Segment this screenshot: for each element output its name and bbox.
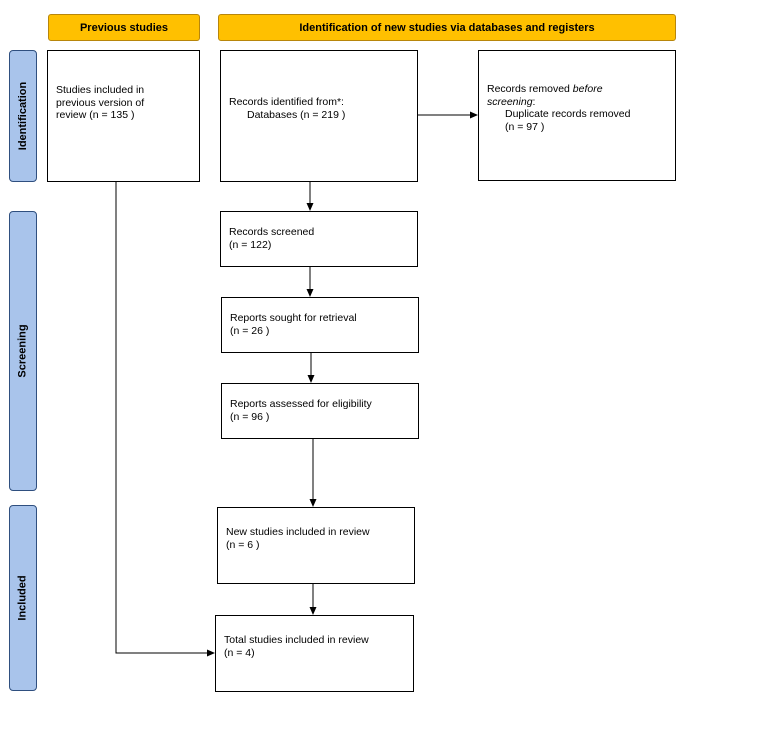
reports-assessed-box: Reports assessed for eligibility (n = 96… bbox=[221, 383, 419, 439]
new-studies-included-box: New studies included in review (n = 6 ) bbox=[217, 507, 415, 584]
total-studies-included-box: Total studies included in review (n = 4) bbox=[215, 615, 414, 692]
previous-studies-box: Studies included in previous version of … bbox=[47, 50, 200, 182]
removed-line1-emphasis: before bbox=[572, 83, 603, 95]
removed-line2: screening: bbox=[487, 96, 667, 109]
previous-line3: review (n = 135 ) bbox=[56, 109, 135, 121]
screened-line2: (n = 122) bbox=[229, 238, 272, 251]
previous-studies-header-label: Previous studies bbox=[79, 21, 169, 34]
identified-line1: Records identified from*: bbox=[229, 96, 344, 108]
new-studies-header: Identification of new studies via databa… bbox=[218, 14, 676, 41]
removed-line3: Duplicate records removed bbox=[505, 108, 631, 120]
removed-line2-emphasis: screening bbox=[487, 95, 533, 108]
arrow-previous-to-total bbox=[115, 182, 215, 657]
records-screened-box: Records screened (n = 122) bbox=[220, 211, 418, 267]
assessed-line2: (n = 96 ) bbox=[230, 410, 270, 423]
sought-line1: Reports sought for retrieval bbox=[230, 312, 357, 324]
reports-sought-box: Reports sought for retrieval (n = 26 ) bbox=[221, 297, 419, 353]
total-included-line2: (n = 4) bbox=[224, 646, 255, 659]
removed-line4: (n = 97 ) bbox=[505, 120, 545, 133]
removed-line1-text: Records removed bbox=[487, 83, 573, 95]
total-included-line1: Total studies included in review bbox=[224, 634, 369, 646]
phase-included-bar: Included bbox=[9, 505, 37, 691]
removed-line1: Records removed before bbox=[487, 83, 667, 96]
new-studies-header-label: Identification of new studies via databa… bbox=[299, 21, 595, 34]
sought-line2: (n = 26 ) bbox=[230, 324, 270, 337]
previous-line1: Studies included in bbox=[56, 84, 145, 96]
records-identified-box: Records identified from*: Databases (n =… bbox=[220, 50, 418, 182]
assessed-line1: Reports assessed for eligibility bbox=[230, 398, 372, 410]
phase-screening-bar: Screening bbox=[9, 211, 37, 491]
new-included-line1: New studies included in review bbox=[226, 526, 370, 538]
records-removed-box: Records removed before screening: Duplic… bbox=[478, 50, 676, 181]
new-included-line2: (n = 6 ) bbox=[226, 538, 260, 551]
screened-line1: Records screened bbox=[229, 226, 315, 238]
previous-line2: previous version of bbox=[56, 96, 145, 109]
identified-line2: Databases (n = 219 ) bbox=[247, 108, 346, 121]
previous-studies-header: Previous studies bbox=[48, 14, 200, 41]
removed-line2-text: : bbox=[532, 95, 536, 108]
phase-identification-bar: Identification bbox=[9, 50, 37, 182]
